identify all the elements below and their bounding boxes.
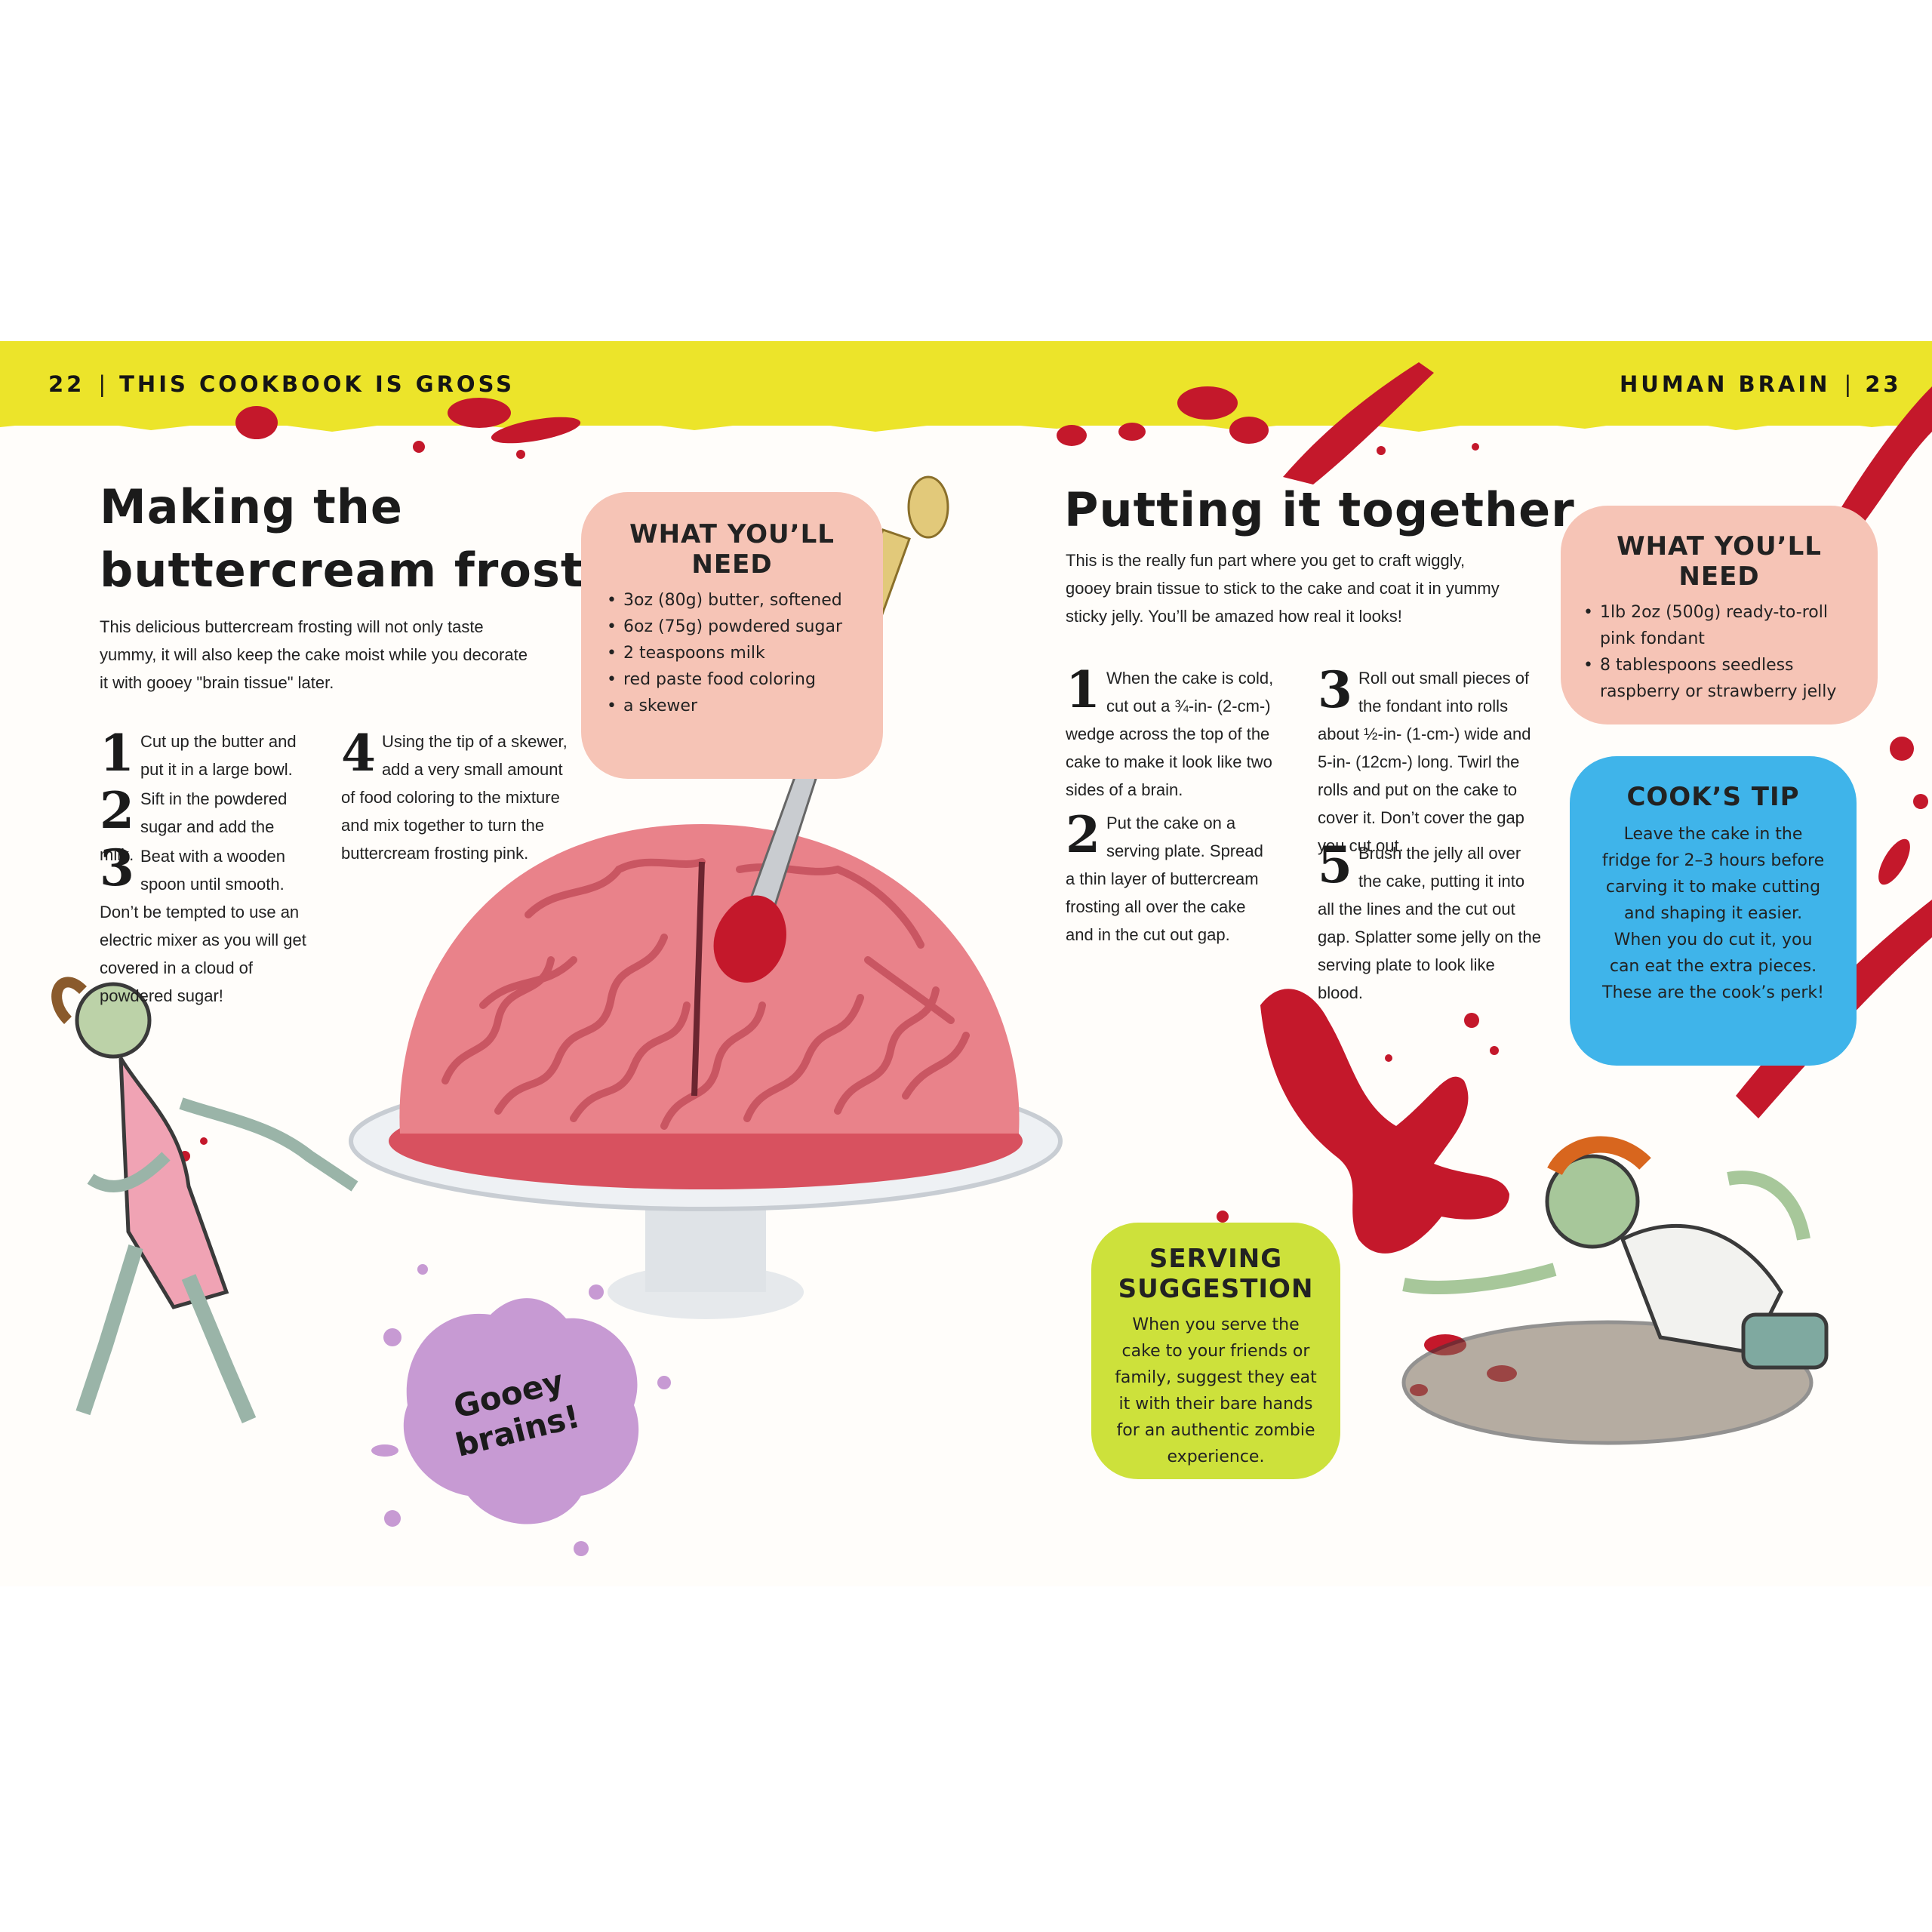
step-text: Cut up the butter and put it in a large … bbox=[140, 732, 297, 779]
zombie-left-illustration bbox=[51, 977, 358, 1423]
needs-title: WHAT YOU’LL NEED bbox=[629, 519, 835, 580]
tip-text: Leave the cake in the fridge for 2–3 hou… bbox=[1601, 825, 1825, 1002]
left-heading-line2: buttercream frosting bbox=[100, 543, 669, 598]
right-recipe-title: HUMAN BRAIN bbox=[1620, 371, 1831, 397]
step-number: 1 bbox=[100, 724, 134, 783]
step-text: Put the cake on a serving plate. Spread … bbox=[1066, 814, 1263, 944]
step-text: Using the tip of a skewer, add a very sm… bbox=[341, 732, 568, 863]
right-needs-box: WHAT YOU’LL NEED 1lb 2oz (500g) ready-to… bbox=[1561, 506, 1878, 724]
serving-title-line1: SERVING bbox=[1149, 1244, 1283, 1274]
gooey-brains-splat bbox=[371, 1264, 671, 1556]
step-number: 2 bbox=[100, 781, 134, 840]
step-text: Roll out small pieces of the fondant int… bbox=[1318, 669, 1531, 855]
right-heading: Putting it together bbox=[1064, 482, 1575, 537]
tip-title: COOK’S TIP bbox=[1626, 782, 1800, 812]
serving-text: When you serve the cake to your friends … bbox=[1115, 1315, 1317, 1466]
left-heading-line1: Making the bbox=[100, 479, 403, 534]
step-text: Sift in the powdered sugar and add the m… bbox=[100, 789, 288, 864]
needs-list: 3oz (80g) butter, softened 6oz (75g) pow… bbox=[607, 587, 857, 719]
needs-item: 6oz (75g) powdered sugar bbox=[607, 614, 857, 640]
right-intro: This is the really fun part where you ge… bbox=[1066, 551, 1500, 626]
serving-title-line2: SUGGESTION bbox=[1118, 1274, 1314, 1304]
step-number: 5 bbox=[1318, 835, 1352, 894]
needs-item: red paste food coloring bbox=[607, 666, 857, 693]
step-text: Beat with a wooden spoon until smooth. D… bbox=[100, 847, 306, 1005]
cake-stand-photo bbox=[349, 475, 1063, 1319]
needs-item: 1lb 2oz (500g) ready-to-roll pink fondan… bbox=[1583, 599, 1855, 652]
left-needs-box: WHAT YOU’LL NEED 3oz (80g) butter, softe… bbox=[581, 492, 883, 779]
needs-title: WHAT YOU’LL NEED bbox=[1617, 531, 1822, 592]
illustrations bbox=[51, 362, 1932, 1556]
needs-list: 1lb 2oz (500g) ready-to-roll pink fondan… bbox=[1583, 599, 1855, 705]
right-running-header: HUMAN BRAIN|23 bbox=[1620, 371, 1902, 397]
cooks-tip-box: COOK’S TIP Leave the cake in the fridge … bbox=[1570, 756, 1857, 1066]
left-book-title: THIS COOKBOOK IS GROSS bbox=[119, 371, 515, 397]
right-page-number: 23 bbox=[1865, 371, 1902, 397]
book-spread: 22|THIS COOKBOOK IS GROSS HUMAN BRAIN|23 bbox=[0, 341, 1932, 1586]
left-running-header: 22|THIS COOKBOOK IS GROSS bbox=[48, 371, 515, 397]
serving-suggestion-box: SERVING SUGGESTION When you serve the ca… bbox=[1091, 1223, 1340, 1479]
needs-item: 3oz (80g) butter, softened bbox=[607, 587, 857, 614]
step-text: When the cake is cold, cut out a ¾-in- (… bbox=[1066, 669, 1274, 799]
step-number: 1 bbox=[1066, 660, 1100, 719]
left-heading: Making the buttercream frosting bbox=[100, 475, 669, 602]
needs-item: 2 teaspoons milk bbox=[607, 640, 857, 666]
step-number: 2 bbox=[1066, 805, 1100, 864]
step-text: Brush the jelly all over the cake, putti… bbox=[1318, 844, 1541, 1002]
left-page-number: 22 bbox=[48, 371, 85, 397]
needs-item: a skewer bbox=[607, 693, 857, 719]
step-number: 4 bbox=[341, 724, 376, 783]
step-number: 3 bbox=[1318, 660, 1352, 719]
zombie-right-illustration bbox=[1401, 1136, 1829, 1445]
step-number: 3 bbox=[100, 838, 134, 897]
left-intro: This delicious buttercream frosting will… bbox=[100, 617, 528, 692]
needs-item: 8 tablespoons seedless raspberry or stra… bbox=[1583, 652, 1855, 705]
